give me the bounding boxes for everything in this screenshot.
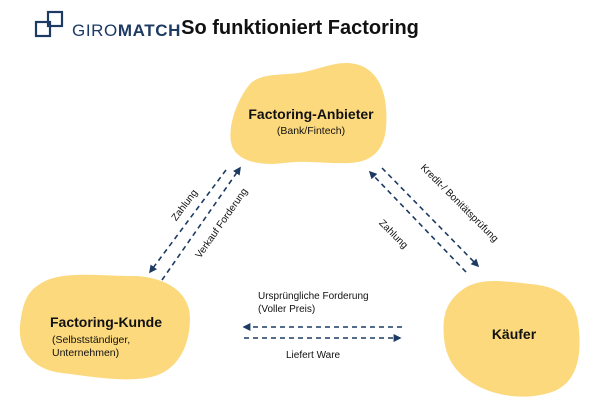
logo-brand-part2: MATCH <box>117 21 181 40</box>
kunde-subtitle-line2: Unternehmen) <box>52 347 120 359</box>
kaeufer-title: Käufer <box>491 326 537 342</box>
label-liefert-ware: Liefert Ware <box>286 350 341 361</box>
arrow-kredit-pruefung <box>381 167 480 268</box>
kunde-blob <box>19 274 190 380</box>
label-forderung-line1: Ursprüngliche Forderung <box>258 291 369 302</box>
arrow-zahlung-left <box>149 169 227 274</box>
arrow-verkauf-forderung <box>161 166 241 281</box>
logo-brand-part1: GIRO <box>72 21 118 40</box>
kaeufer-blob <box>443 281 580 397</box>
anbieter-blob <box>230 62 387 164</box>
logo-wordmark: GIROMATCH <box>72 21 181 41</box>
giromatch-logo-icon <box>34 10 64 38</box>
anbieter-title: Factoring-Anbieter <box>248 106 374 122</box>
kunde-title: Factoring-Kunde <box>50 314 162 330</box>
anbieter-subtitle: (Bank/Fintech) <box>276 125 346 137</box>
page-title: So funktioniert Factoring <box>181 17 419 39</box>
kunde-subtitle-line1: (Selbstständiger, <box>52 334 131 346</box>
label-forderung-line2: (Voller Preis) <box>258 304 316 315</box>
